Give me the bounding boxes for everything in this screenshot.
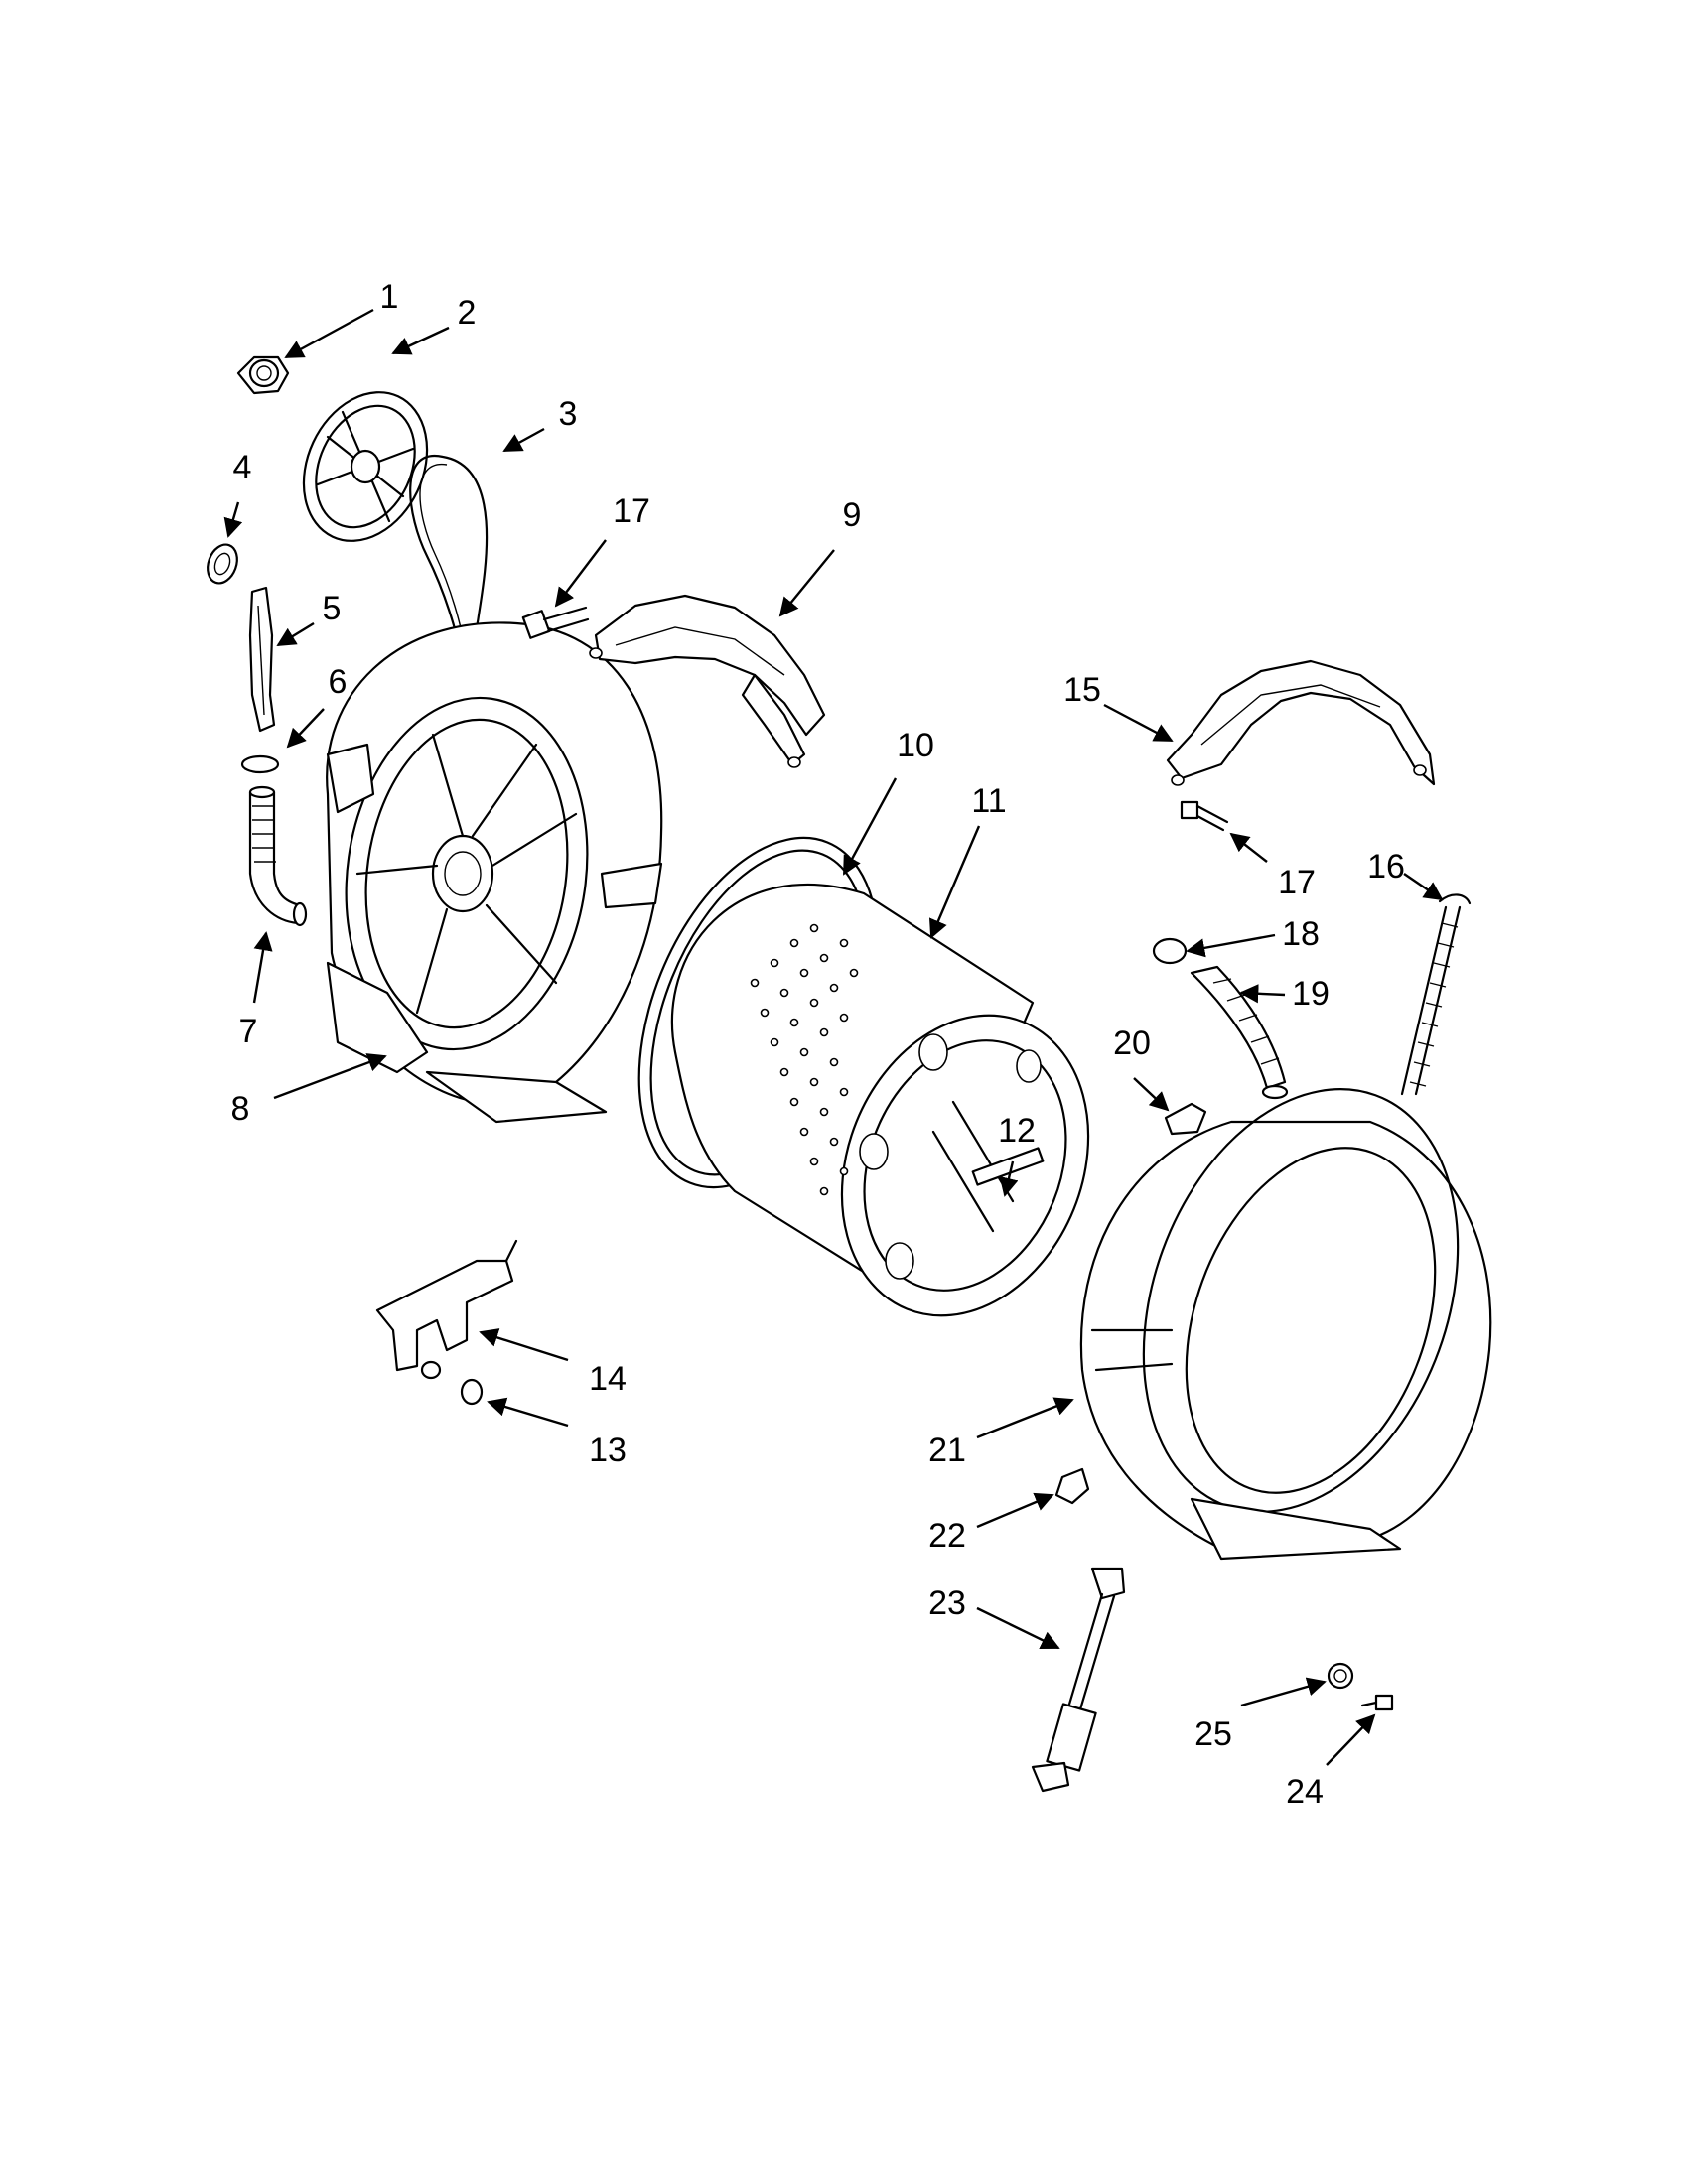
callout-20: 20 <box>1113 1024 1151 1062</box>
callout-1: 1 <box>380 278 399 316</box>
callout-16: 16 <box>1367 848 1405 886</box>
part-spring <box>1400 893 1472 1096</box>
part-bolt-lower <box>1180 800 1229 832</box>
part-inner-basket <box>670 883 1090 1317</box>
leader-6 <box>286 708 325 749</box>
callout-3: 3 <box>559 395 578 433</box>
callout-24: 24 <box>1286 1773 1324 1811</box>
leader-18 <box>1186 933 1276 958</box>
callout-labels: 1 2 3 4 5 6 7 8 9 10 11 12 13 14 15 16 1… <box>231 278 1405 1811</box>
leader-20 <box>1133 1077 1170 1112</box>
part-belt <box>409 454 489 650</box>
leader-17a <box>554 539 607 608</box>
callout-13: 13 <box>589 1432 627 1469</box>
leader-4 <box>223 501 243 538</box>
part-bracket <box>248 586 276 733</box>
callout-12: 12 <box>998 1112 1036 1150</box>
part-drain-hose <box>248 785 308 927</box>
callout-9: 9 <box>843 496 862 534</box>
leader-12 <box>999 1160 1019 1197</box>
leader-lines <box>223 308 1444 1766</box>
part-pulley <box>302 391 429 542</box>
callout-17-lower: 17 <box>1278 864 1316 901</box>
callout-17-upper: 17 <box>613 492 650 530</box>
callout-15: 15 <box>1063 671 1101 709</box>
part-rear-tub <box>326 621 663 1124</box>
part-front-tub <box>1079 1088 1492 1561</box>
callout-19: 19 <box>1292 975 1330 1013</box>
leader-25 <box>1240 1677 1327 1707</box>
part-bearing <box>207 543 238 585</box>
basket-perforation <box>750 923 859 1196</box>
leader-3 <box>502 427 545 453</box>
leader-24 <box>1326 1713 1376 1766</box>
callout-4: 4 <box>233 449 252 486</box>
callout-23: 23 <box>928 1584 966 1622</box>
callout-14: 14 <box>589 1360 627 1398</box>
callout-25: 25 <box>1194 1715 1232 1753</box>
leader-13 <box>487 1397 569 1428</box>
callout-2: 2 <box>458 294 477 332</box>
callout-5: 5 <box>323 590 342 627</box>
callout-21: 21 <box>928 1432 966 1469</box>
part-bolt-upper <box>521 606 590 639</box>
part-nut <box>236 355 290 395</box>
part-small-clip <box>1054 1467 1090 1505</box>
callout-10: 10 <box>897 727 934 764</box>
callout-11: 11 <box>971 782 1006 820</box>
callout-22: 22 <box>928 1517 966 1555</box>
part-clamp <box>240 754 280 774</box>
part-grommet <box>1327 1662 1354 1690</box>
leader-16 <box>1403 873 1444 901</box>
callout-18: 18 <box>1282 915 1320 953</box>
leader-8 <box>273 1053 387 1100</box>
leader-15 <box>1103 703 1174 743</box>
leader-19 <box>1239 984 1286 1004</box>
part-clip <box>1164 1102 1207 1136</box>
part-hose-clamp <box>1152 937 1188 965</box>
leader-1 <box>284 308 374 359</box>
part-upper-bracket <box>589 594 826 768</box>
leader-7 <box>252 931 273 1004</box>
callout-8: 8 <box>231 1090 250 1128</box>
leader-17b <box>1229 832 1268 863</box>
leader-22 <box>976 1492 1054 1529</box>
part-shock-absorber <box>1031 1567 1126 1793</box>
part-pin <box>1360 1694 1394 1711</box>
leader-23 <box>976 1606 1060 1650</box>
leader-10 <box>842 777 898 876</box>
part-bellows-hose <box>1190 965 1289 1100</box>
leader-11 <box>928 825 981 939</box>
leader-5 <box>276 621 315 647</box>
leader-14 <box>479 1328 569 1362</box>
part-right-bracket <box>1166 659 1436 786</box>
leader-21 <box>976 1397 1074 1439</box>
part-o-ring <box>460 1378 484 1406</box>
callout-6: 6 <box>329 663 348 701</box>
leader-9 <box>778 549 835 617</box>
part-lever-bracket <box>375 1239 518 1380</box>
callout-7: 7 <box>239 1013 258 1050</box>
leader-2 <box>391 326 450 355</box>
